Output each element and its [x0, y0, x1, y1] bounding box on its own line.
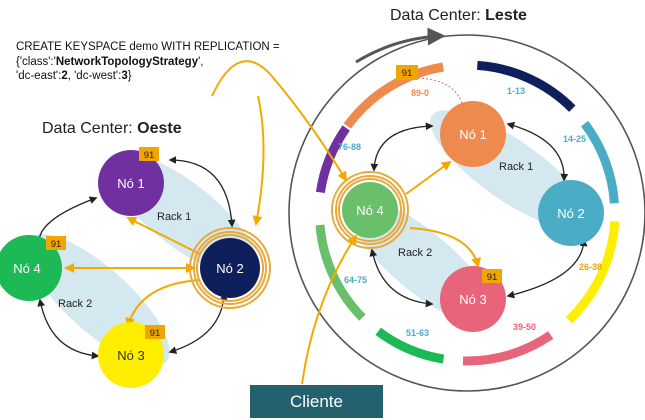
west-node-2[interactable]	[200, 238, 260, 298]
west-token-badge-n3	[145, 325, 165, 339]
dc-west-title-name: Oeste	[137, 120, 182, 137]
east-arrow-n4-n1	[370, 122, 434, 172]
west-node-2-ring-outer	[189, 227, 271, 309]
cql-dc-east-key: 'dc-east':	[16, 70, 62, 82]
east-node-1-label: Nó 1	[459, 127, 486, 142]
client-label: Cliente	[290, 391, 343, 411]
cql-line-2: {'class':'NetworkTopologyStrategy',	[16, 55, 280, 70]
west-node-1-label: Nó 1	[117, 176, 144, 191]
east-token-dashed-link	[417, 77, 463, 105]
range-label-76-88: 76-88	[338, 142, 361, 152]
cql-dc-east-value: 2	[61, 70, 68, 82]
west-arrow-n2-n1	[168, 156, 236, 228]
west-node-4[interactable]	[0, 235, 62, 301]
east-outer-circle	[288, 34, 645, 392]
ring-segment-89-0	[343, 62, 444, 129]
client-button[interactable]: Cliente	[250, 385, 383, 418]
east-node-4-ring-mid	[335, 175, 405, 245]
east-node-2[interactable]	[538, 180, 604, 246]
east-node-2-label: Nó 2	[557, 206, 584, 221]
west-token-badge-n1-text: 91	[144, 150, 155, 161]
dc-west-title: Data Center: Oeste	[42, 120, 182, 138]
west-replica-arrow-to-n3	[125, 279, 201, 328]
range-label-1-13: 1-13	[507, 86, 525, 96]
east-token-badge-top	[396, 65, 418, 80]
east-arrow-n1-n2	[506, 121, 569, 182]
cql-strategy: NetworkTopologyStrategy	[55, 55, 199, 68]
ring-segment-76-88	[315, 125, 350, 194]
ring-segment-39-50	[462, 331, 554, 366]
range-label-14-25: 14-25	[563, 134, 586, 144]
east-node-1[interactable]	[440, 101, 506, 167]
west-arrow-n3-n2	[168, 292, 228, 354]
east-rack2-label: Rack 2	[398, 247, 432, 259]
dc-west-title-prefix: Data Center:	[42, 120, 138, 137]
cql-dc-west-key: , 'dc-west':	[67, 70, 122, 82]
cql-line-1: CREATE KEYSPACE demo WITH REPLICATION =	[16, 41, 280, 53]
west-rack2-label: Rack 2	[58, 298, 92, 310]
east-token-badge-top-text: 91	[402, 68, 413, 79]
east-node-4[interactable]	[342, 182, 398, 238]
east-rack1-label: Rack 1	[499, 161, 533, 173]
client-request-arrow	[301, 234, 358, 385]
cross-dc-arrow-west-to-east	[211, 60, 348, 182]
east-arrow-n2-n3	[506, 238, 588, 299]
west-node-2-ring-mid	[193, 231, 267, 305]
east-datacenter: 89-0 1-13 14-25 26-38 39-50 51-63 64-75 …	[288, 27, 645, 392]
range-label-51-63: 51-63	[406, 328, 429, 338]
ring-segment-51-63	[375, 327, 445, 364]
ring-segment-64-75	[315, 224, 366, 321]
cql-closing-brace: }	[127, 70, 132, 82]
west-datacenter: Nó 1 Nó 2 Nó 3 Nó 4 Rack 1 Rack 2 91 91 …	[0, 147, 271, 388]
east-node-3-label: Nó 3	[459, 292, 486, 307]
west-node-3-label: Nó 3	[117, 348, 144, 363]
west-rack1-label: Rack 1	[157, 211, 191, 223]
east-arrow-n3-n4	[369, 248, 434, 308]
range-label-39-50: 39-50	[513, 322, 536, 332]
ring-segment-14-25	[580, 120, 619, 204]
east-token-badge-n3	[482, 269, 502, 283]
west-arrow-n4-n3	[37, 298, 100, 360]
west-replica-arrow-to-n1	[126, 217, 201, 255]
east-replica-arrow-to-n3	[409, 227, 482, 268]
west-node-1[interactable]	[98, 150, 164, 216]
cross-dc-arrow-east-to-west	[252, 95, 265, 226]
east-replica-arrow-to-n1	[405, 160, 452, 195]
dc-east-title-prefix: Data Center:	[390, 7, 486, 24]
range-label-64-75: 64-75	[344, 275, 367, 285]
cql-line-2-suffix: ',	[198, 55, 204, 68]
west-token-badge-n3-text: 91	[150, 328, 161, 339]
cql-line-2-prefix: {'class':'	[16, 55, 56, 68]
east-token-badge-n3-text: 91	[487, 272, 498, 283]
east-node-4-ring-inner	[338, 178, 402, 242]
west-token-badge-n1	[139, 147, 159, 161]
ring-segment-26-38	[565, 220, 620, 324]
west-token-badge-n4-text: 91	[51, 239, 62, 250]
west-token-badge-n4	[46, 236, 66, 250]
east-node-4-label: Nó 4	[356, 203, 383, 218]
range-label-26-38: 26-38	[579, 262, 602, 272]
east-node-4-ring-outer	[331, 171, 409, 249]
west-node-2-label: Nó 2	[216, 261, 243, 276]
dc-east-title-name: Leste	[485, 7, 527, 24]
range-label-89-0: 89-0	[411, 88, 429, 98]
cql-dc-west-value: 3	[121, 70, 128, 82]
ring-segment-1-13	[476, 60, 576, 112]
east-top-arc-arrow	[355, 27, 446, 64]
cql-create-keyspace: CREATE KEYSPACE demo WITH REPLICATION = …	[16, 40, 280, 84]
west-node-4-label: Nó 4	[13, 261, 40, 276]
dc-east-title: Data Center: Leste	[390, 7, 527, 25]
west-node-2-ring-inner	[196, 234, 264, 302]
cql-line-3: 'dc-east':2, 'dc-west':3}	[16, 69, 280, 84]
